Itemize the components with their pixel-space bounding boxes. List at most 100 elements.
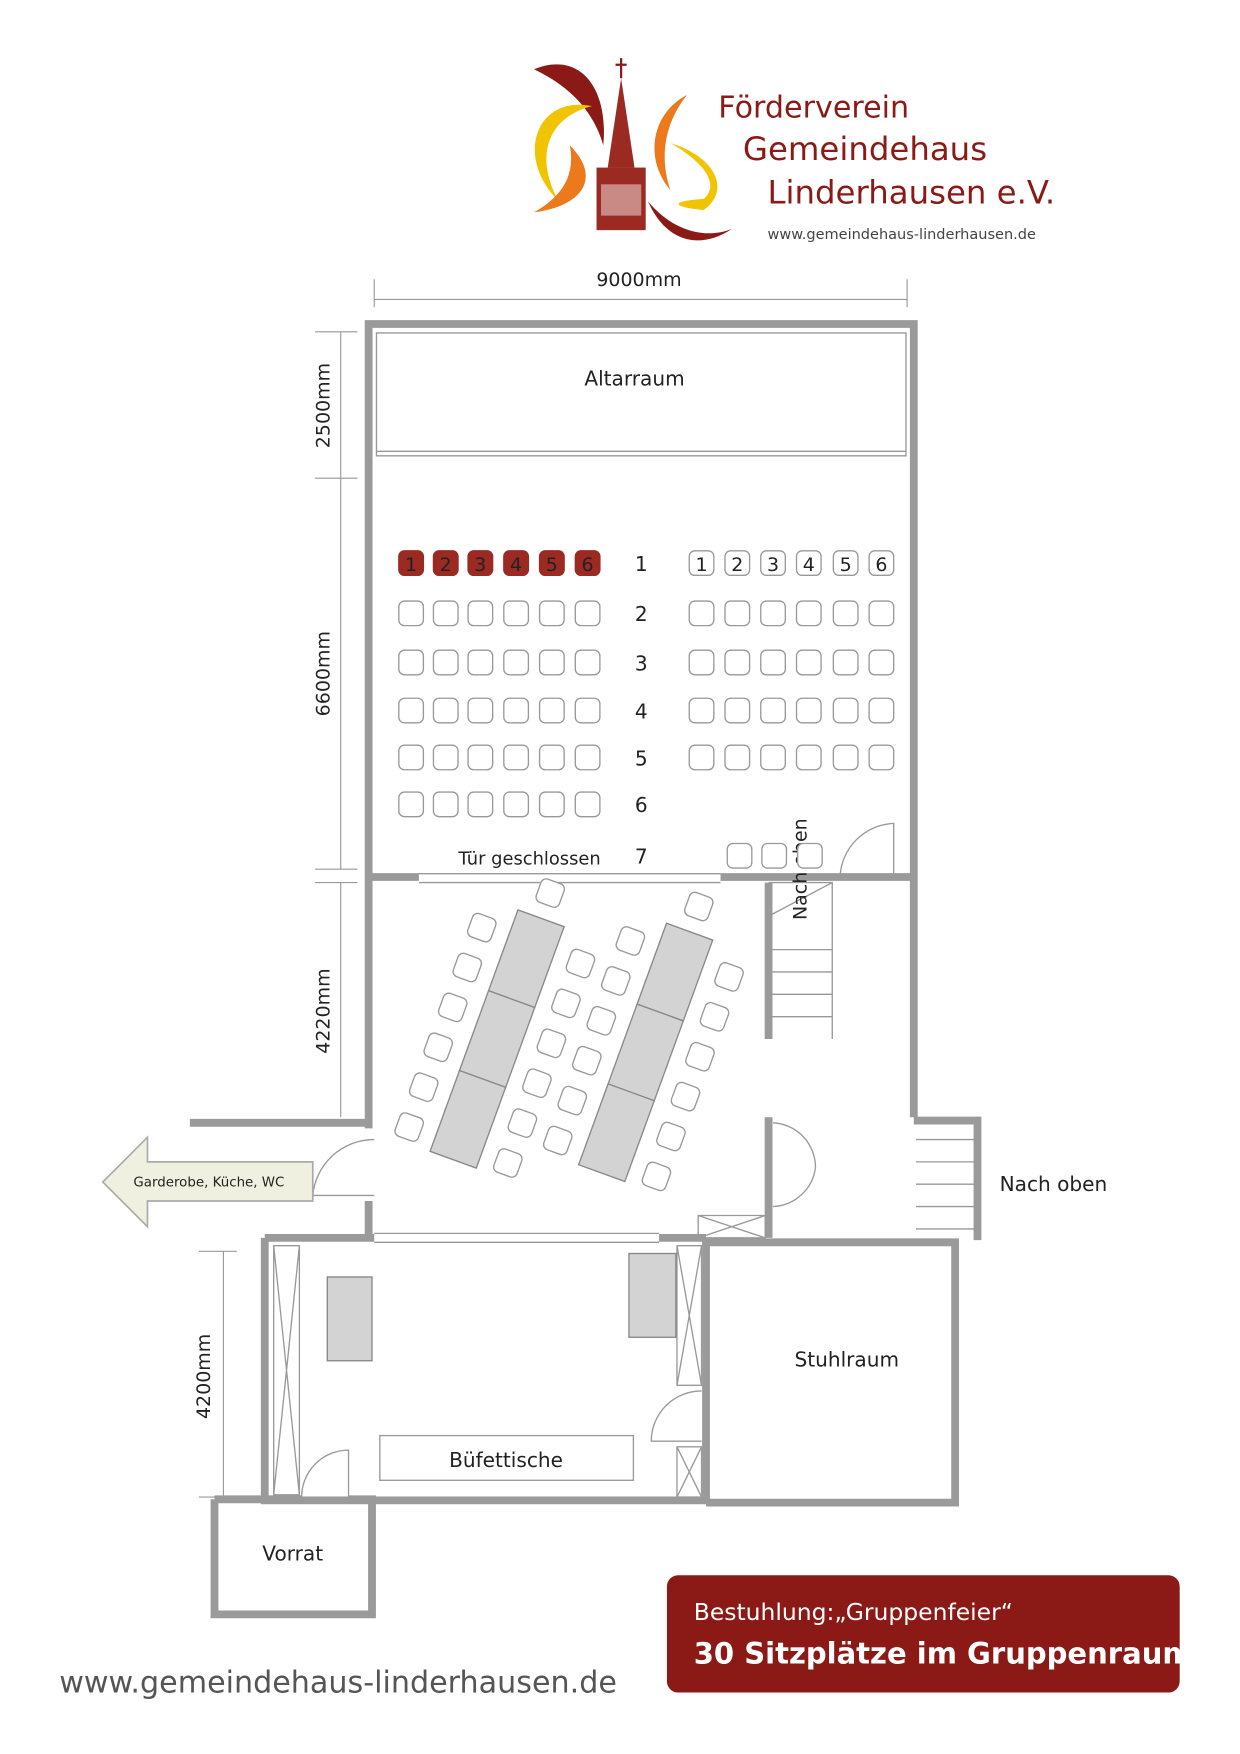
chair [724, 649, 751, 676]
chair: 1 [688, 550, 715, 577]
seat-number: 3 [474, 554, 486, 576]
badge-line2: 30 Sitzplätze im Gruppenraum [694, 1637, 1193, 1671]
table [606, 1003, 685, 1103]
seat-number: 5 [546, 554, 558, 576]
chair [437, 992, 468, 1023]
exit-arrow-label: Garderobe, Küche, WC [133, 1175, 284, 1190]
chair [432, 697, 459, 724]
stairs-label-right: Nach oben [1000, 1172, 1108, 1196]
row-label: 1 [635, 552, 648, 576]
counter [628, 1252, 677, 1338]
door-swing [839, 822, 895, 878]
chair [688, 744, 715, 771]
seating-badge: Bestuhlung:„Gruppenfeier“ 30 Sitzplätze … [666, 1575, 1193, 1693]
chair [795, 649, 822, 676]
chair [574, 791, 601, 818]
chair [574, 744, 601, 771]
chair [467, 649, 494, 676]
row-label: 4 [635, 699, 648, 723]
logo-line1: Förderverein [718, 90, 909, 125]
chair [670, 1081, 701, 1112]
seat-number: 2 [731, 554, 743, 576]
chair: 4 [503, 550, 530, 577]
room-altar: Altarraum [584, 366, 684, 390]
logo-swirl-dark [533, 64, 604, 146]
chair: 6 [868, 550, 895, 577]
chair [432, 649, 459, 676]
chair [467, 744, 494, 771]
buffet-table [379, 1434, 635, 1481]
chair [832, 649, 859, 676]
table [429, 1069, 507, 1169]
chair [503, 697, 530, 724]
chair: 6 [574, 550, 601, 577]
seat-number: 1 [405, 554, 417, 576]
logo-line3: Linderhausen e.V. [767, 173, 1055, 211]
row-label: 2 [635, 602, 648, 626]
chair [760, 697, 787, 724]
chair [832, 600, 859, 627]
logo-swirl-orange [533, 145, 586, 213]
group-room-seating [394, 878, 744, 1192]
chair [522, 1068, 552, 1099]
chair [503, 649, 530, 676]
seat-number: 3 [767, 554, 779, 576]
chair: 3 [467, 550, 494, 577]
chair [467, 600, 494, 627]
chair [557, 1085, 588, 1116]
door-closed-label: Tür geschlossen [457, 849, 600, 870]
chair [538, 697, 565, 724]
chair [868, 600, 895, 627]
church-tower-icon [607, 78, 635, 168]
chair [586, 1005, 617, 1036]
chair [493, 1148, 523, 1178]
chair [685, 1041, 715, 1072]
chair [724, 600, 751, 627]
chair [452, 952, 483, 983]
chair: 4 [795, 550, 822, 577]
table [458, 989, 536, 1090]
chair [408, 1072, 439, 1103]
chair [683, 891, 714, 922]
room-storage: Vorrat [262, 1542, 323, 1566]
chair [398, 697, 425, 724]
row-label: 5 [635, 746, 648, 770]
seat-number: 4 [803, 554, 815, 576]
chair [615, 926, 646, 956]
chair: 3 [760, 550, 787, 577]
exit-arrow: Garderobe, Küche, WC [101, 1135, 314, 1229]
counter [326, 1276, 373, 1362]
chair [432, 600, 459, 627]
chair [574, 697, 601, 724]
logo-url: www.gemeindehaus-linderhausen.de [767, 227, 1036, 243]
chair: 5 [832, 550, 859, 577]
table-group [542, 891, 744, 1192]
seat-number: 5 [840, 554, 852, 576]
church-window [601, 184, 642, 216]
walls [189, 320, 982, 1619]
chair [503, 791, 530, 818]
chair [868, 697, 895, 724]
chair [538, 791, 565, 818]
logo: Förderverein Gemeindehaus Linderhausen e… [533, 58, 1055, 243]
chair [795, 600, 822, 627]
chair [724, 697, 751, 724]
cross-icon [615, 58, 627, 79]
chair [699, 1001, 730, 1032]
row-label: 6 [635, 793, 648, 817]
row-label: 7 [635, 845, 648, 869]
chair [536, 1028, 567, 1059]
chair [538, 744, 565, 771]
chair [760, 744, 787, 771]
chair [542, 1125, 573, 1156]
chair [551, 988, 581, 1019]
dim-group: 4220mm [313, 968, 335, 1053]
seat-number: 2 [440, 554, 452, 576]
footer-url[interactable]: www.gemeindehaus-linderhausen.de [59, 1666, 617, 1701]
logo-swirl-yellow-right [670, 143, 718, 211]
chair: 5 [538, 550, 565, 577]
seat-number: 6 [582, 554, 594, 576]
chair [688, 649, 715, 676]
